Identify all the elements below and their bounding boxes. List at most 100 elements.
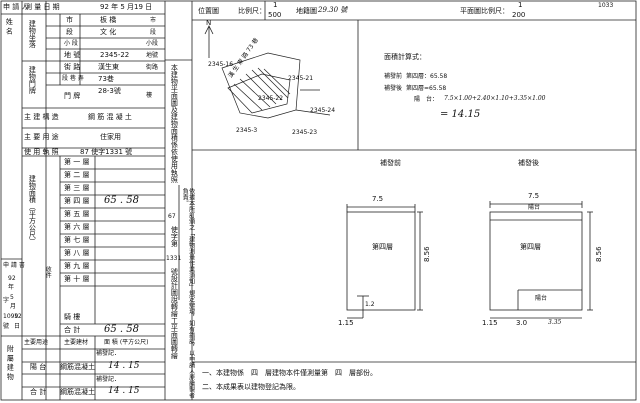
row-lane-value: 73巷 (98, 75, 114, 83)
apply-word: 字 (3, 297, 10, 304)
row-lane-sub: 段 巷 弄 (62, 75, 84, 82)
before-bottom-left-dim: 1.15 (338, 319, 354, 327)
apply-year-unit: 年 (8, 284, 15, 291)
apply-label: 申 請 書 (3, 262, 25, 269)
after-bottom-mid-dim: 3.0 (516, 319, 528, 327)
scale-den: 500 (268, 11, 282, 19)
note-num: 67 (168, 213, 176, 220)
note-disclaimer: 依據本所訂頒之「建物測量作業須知」規定辦理，如有錯誤，以申請人原繪製者負責。 (181, 188, 195, 398)
receipt-label: 收件 (44, 266, 52, 278)
note-tail: 使字第 (170, 226, 179, 247)
area-after-label: 補發後 (384, 85, 403, 92)
supplement-label-2: 補發記． (96, 376, 121, 383)
applicant-label: 申 請 人 (3, 3, 29, 11)
annex-header-use: 主要用途 (24, 339, 49, 346)
plan-scale-num: 1 (518, 1, 523, 9)
floor-6: 第 六 層 (64, 223, 90, 231)
total-value: 65 . 58 (104, 324, 139, 335)
annex-total-material: 鋼筋混凝土 (60, 388, 95, 396)
floor-10: 第 十 層 (64, 275, 90, 283)
after-bottom-left-dim: 1.15 (482, 319, 498, 327)
area-before-value: 第四層：65.58 (406, 73, 448, 80)
before-side-dim: 8.56 (423, 246, 431, 262)
structure-label: 主 建 構 造 (24, 113, 59, 121)
apply-num: 1099 (3, 313, 19, 320)
row-city-sub: 市 (66, 16, 73, 24)
plan-after-title: 補發後 (518, 159, 539, 167)
annex-header-material: 主要建材 (64, 339, 89, 346)
floor-1: 第 一 層 (64, 158, 90, 166)
floor-8: 第 八 層 (64, 249, 90, 257)
use-value: 住家用 (100, 133, 121, 141)
before-top-dim: 7.5 (372, 195, 384, 203)
use-label: 主 要 用 途 (24, 133, 59, 141)
row-subsection-unit: 小段 (146, 40, 159, 47)
floor-4: 第 四 層 (64, 197, 90, 205)
row-lot-value: 2345-22 (100, 51, 130, 59)
balcony-result: = 14.15 (440, 109, 481, 120)
after-room-label: 第四層 (520, 243, 541, 251)
note-num-2: 1331 (166, 255, 182, 262)
floors-label: 建物面積（平方公尺） (28, 175, 37, 245)
note-drawing: 本建物平面圖及建物面積係依使用執照 (170, 64, 179, 183)
row-section-unit: 段 (150, 29, 157, 36)
row-city-unit: 市 (150, 17, 157, 24)
parcel-2345-3: 2345-3 (236, 127, 258, 134)
annex-row-material: 鋼筋混凝土 (60, 363, 95, 371)
row-address-label: 建物門牌 (28, 66, 37, 94)
row-street-sub: 街 路 (64, 63, 81, 71)
apply-day: 12 (14, 313, 22, 320)
annex-row-area: 14 . 15 (108, 361, 140, 371)
row-section-sub: 段 (66, 28, 73, 36)
area-after-value: 第四層=65.58 (406, 85, 447, 92)
location-sketch (221, 52, 331, 119)
balcony-label: 陽 台： (414, 96, 439, 103)
plan-scale-den: 200 (512, 11, 526, 19)
footnote-2: 二、本成果表以建物登記為限。 (202, 383, 300, 391)
sheet-label: 地籍圖 (296, 7, 317, 15)
plan-before (346, 204, 423, 319)
license-value: 87 使字1331 號 (80, 148, 133, 156)
floor-4-area: 65 . 58 (104, 195, 139, 206)
structure-value: 鋼 筋 混 凝 土 (88, 113, 132, 121)
apply-year: 92 (8, 275, 16, 282)
row-number-sub: 門 牌 (64, 92, 81, 100)
row-street-unit: 街路 (146, 64, 159, 71)
apply-day-unit: 日 (14, 323, 21, 330)
apply-month: 5 (10, 294, 14, 301)
survey-date: 92 年 5 月19 日 (100, 3, 153, 11)
row-lot-unit: 地號 (146, 52, 159, 59)
row-number-unit: 樓 (146, 92, 153, 99)
after-top-dim: 7.5 (528, 192, 540, 200)
area-before-label: 補發前 (384, 73, 403, 80)
corner-number: 1033 (598, 2, 614, 9)
sheet-value: 29.30 號 (318, 6, 348, 14)
before-bottom-small-dim: 1.2 (365, 301, 375, 308)
arcade-label: 騎 樓 (64, 313, 81, 321)
north-arrow-icon (204, 25, 214, 58)
row-street-value: 漢生東 (98, 63, 119, 71)
annex-total-value: 14 . 15 (108, 386, 140, 396)
row-location-label: 建物坐落 (28, 20, 37, 48)
area-calc-title: 面積計算式： (384, 53, 426, 61)
before-room-label: 第四層 (372, 243, 393, 251)
supplement-label: 補發記． (96, 350, 121, 357)
annex-header-area: 面 積 (平方公尺) (104, 339, 149, 346)
floor-3: 第 三 層 (64, 184, 90, 192)
row-number-value: 28-3號 (98, 87, 121, 95)
after-side-dim: 8.56 (595, 246, 603, 262)
parcel-2345-24: 2345-24 (310, 107, 336, 114)
north-label: N (206, 19, 212, 27)
parcel-2345-21: 2345-21 (288, 75, 314, 82)
plan-after (489, 201, 593, 319)
annex-total-label: 合 計 (30, 388, 47, 396)
after-balcony-bottom: 陽台 (535, 295, 548, 302)
annex-row-use: 陽 台 (30, 363, 47, 371)
location-map-label: 位置圖 (198, 7, 219, 15)
parcel-2345-16: 2345-16 (208, 61, 234, 68)
scale-num: 1 (273, 1, 278, 9)
floor-7: 第 七 層 (64, 236, 90, 244)
plan-before-title: 補發前 (380, 159, 401, 167)
total-label: 合 計 (64, 326, 81, 334)
